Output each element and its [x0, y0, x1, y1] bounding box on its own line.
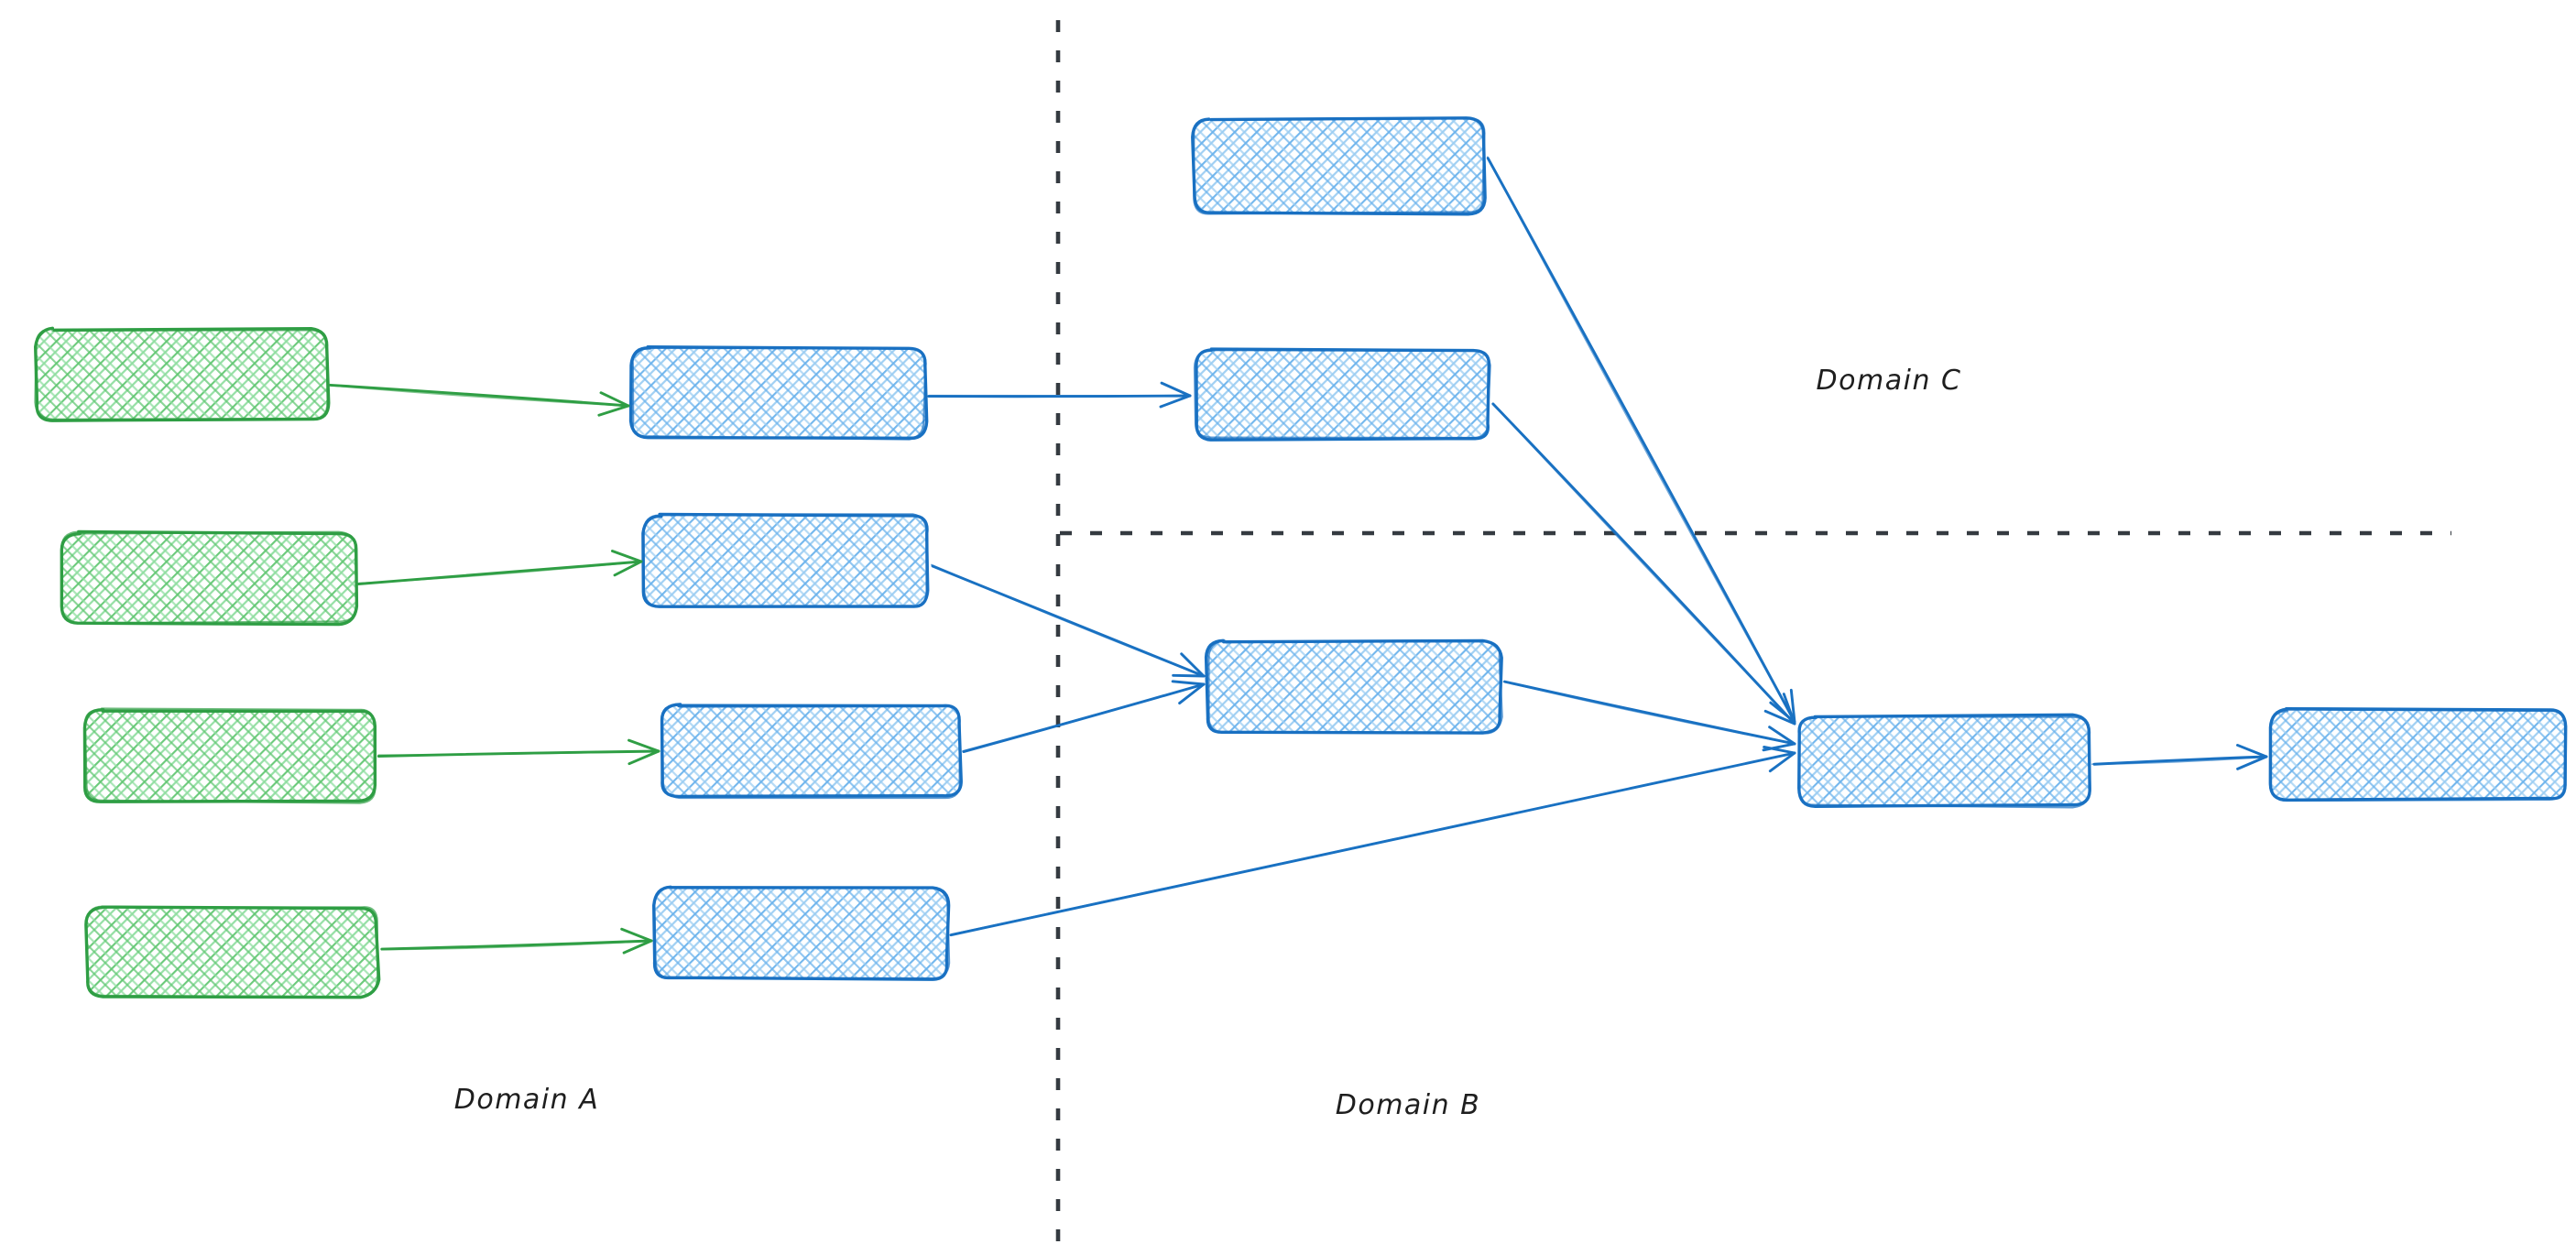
edge-arrow-e4[interactable]: [380, 927, 653, 955]
edge-arrow-e12[interactable]: [2091, 743, 2268, 770]
edge-arrows: [328, 156, 2268, 955]
edge-arrow-e9[interactable]: [1486, 156, 1796, 724]
node-boxes: [33, 116, 2568, 999]
edge-arrow-e10[interactable]: [1491, 402, 1796, 726]
divider-lines: [1055, 20, 2451, 1244]
node-box-a3[interactable]: [82, 707, 377, 804]
node-box-b1[interactable]: [628, 345, 929, 441]
node-box-a1[interactable]: [33, 326, 331, 422]
edge-arrow-e2[interactable]: [356, 550, 643, 585]
node-box-b2[interactable]: [641, 512, 930, 608]
node-box-c2[interactable]: [1193, 347, 1491, 442]
edge-arrow-e5[interactable]: [927, 381, 1192, 409]
edge-arrow-e1[interactable]: [328, 383, 630, 417]
edge-arrow-e8[interactable]: [949, 746, 1796, 937]
edge-arrow-e11[interactable]: [1502, 680, 1796, 752]
node-box-a4[interactable]: [84, 905, 381, 999]
label-domain-c: Domain C: [1817, 365, 1962, 397]
node-box-d1[interactable]: [1797, 713, 2091, 809]
label-domain-a: Domain A: [454, 1084, 599, 1116]
node-box-b3[interactable]: [660, 703, 963, 800]
node-box-c1[interactable]: [1191, 116, 1487, 216]
label-domain-b: Domain B: [1336, 1089, 1481, 1121]
node-box-c3[interactable]: [1204, 638, 1503, 735]
node-box-a2[interactable]: [60, 529, 359, 627]
node-box-d2[interactable]: [2268, 706, 2568, 802]
edge-arrow-e7[interactable]: [962, 680, 1206, 753]
edge-arrow-e3[interactable]: [377, 738, 660, 766]
edge-arrow-e6[interactable]: [930, 563, 1206, 678]
domain-labels: Domain A Domain B Domain C: [454, 365, 1962, 1121]
node-box-b4[interactable]: [652, 885, 951, 981]
